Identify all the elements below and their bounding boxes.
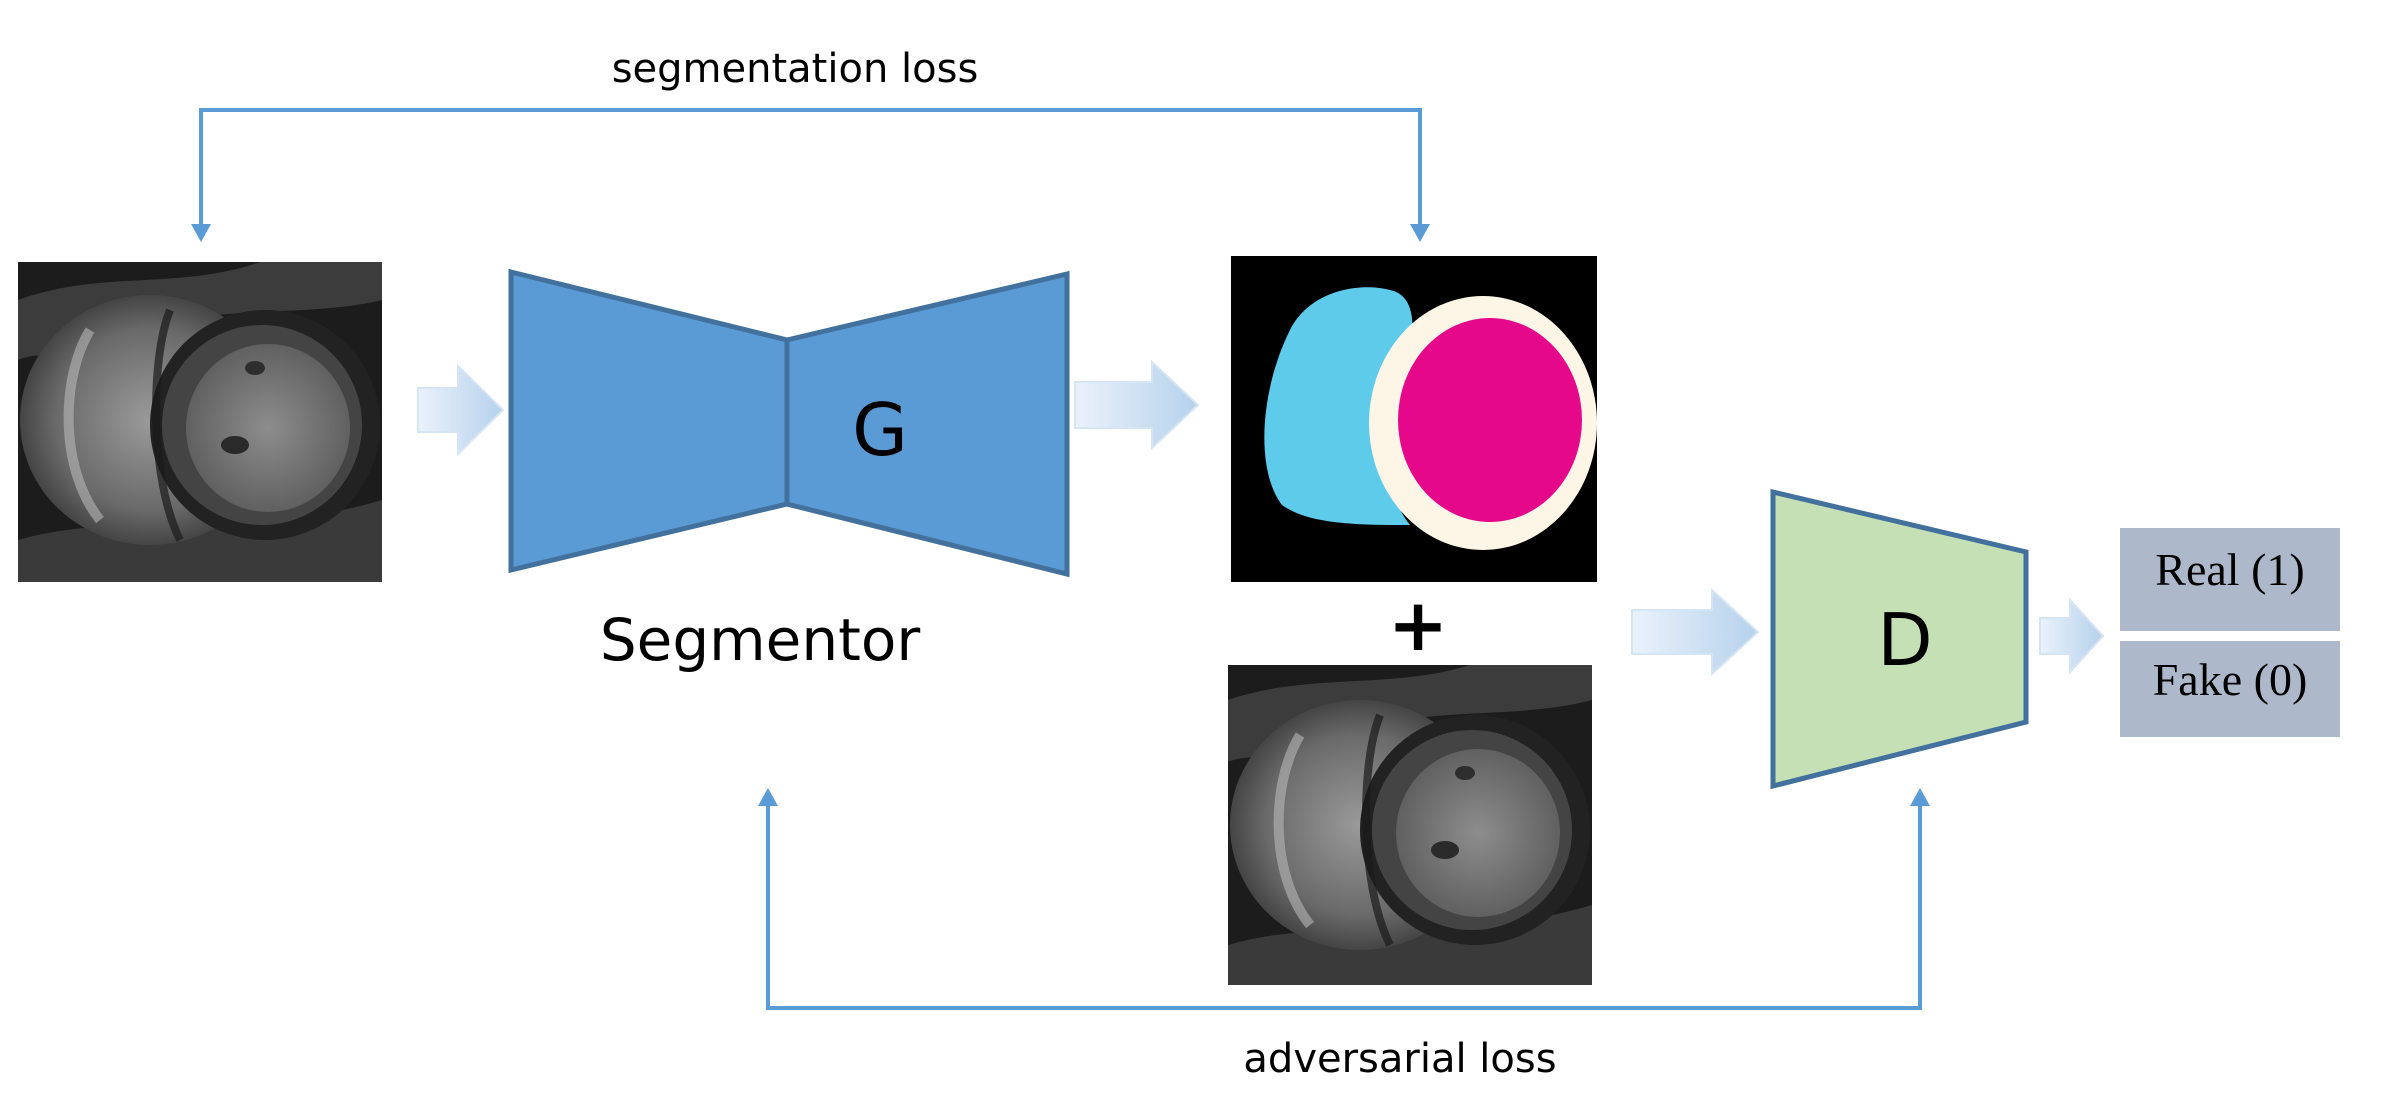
fake-output-box	[2120, 641, 2340, 737]
discriminator-label: D	[1877, 598, 1932, 682]
generator-block	[508, 268, 790, 574]
flow-arrow-discriminator-to-output	[2039, 597, 2105, 675]
segmentation-mask-image	[1231, 256, 1597, 582]
segmentation-loss-arrow	[199, 108, 1422, 232]
segmentation-loss-label: segmentation loss	[612, 46, 979, 92]
discriminator-block	[1770, 488, 2029, 790]
segmentor-label: Segmentor	[600, 606, 920, 674]
generator-block-right	[784, 270, 1070, 578]
adversarial-loss-label: adversarial loss	[1243, 1036, 1556, 1082]
real-output-label: Real (1)	[2155, 544, 2304, 595]
segmentation-loss-arrowhead-left	[191, 224, 211, 242]
plus-sign: +	[1388, 583, 1448, 667]
generator-label: G	[852, 388, 908, 472]
adversarial-loss-arrowhead-right	[1910, 788, 1930, 806]
segmentation-loss-arrowhead-right	[1410, 224, 1430, 242]
adversarial-loss-arrowhead-left	[758, 788, 778, 806]
input-mri-image	[18, 262, 382, 582]
mask-left-ventricle	[1398, 318, 1582, 522]
mask-right-ventricle	[1264, 287, 1413, 525]
real-output-box	[2120, 528, 2340, 631]
flow-arrow-input-to-generator	[417, 363, 505, 457]
flow-arrow-pair-to-discriminator	[1631, 587, 1760, 677]
flow-arrow-generator-to-mask	[1074, 359, 1200, 451]
paired-mri-image	[1228, 665, 1592, 985]
fake-output-label: Fake (0)	[2153, 654, 2308, 705]
adversarial-loss-arrow	[766, 798, 1922, 1010]
